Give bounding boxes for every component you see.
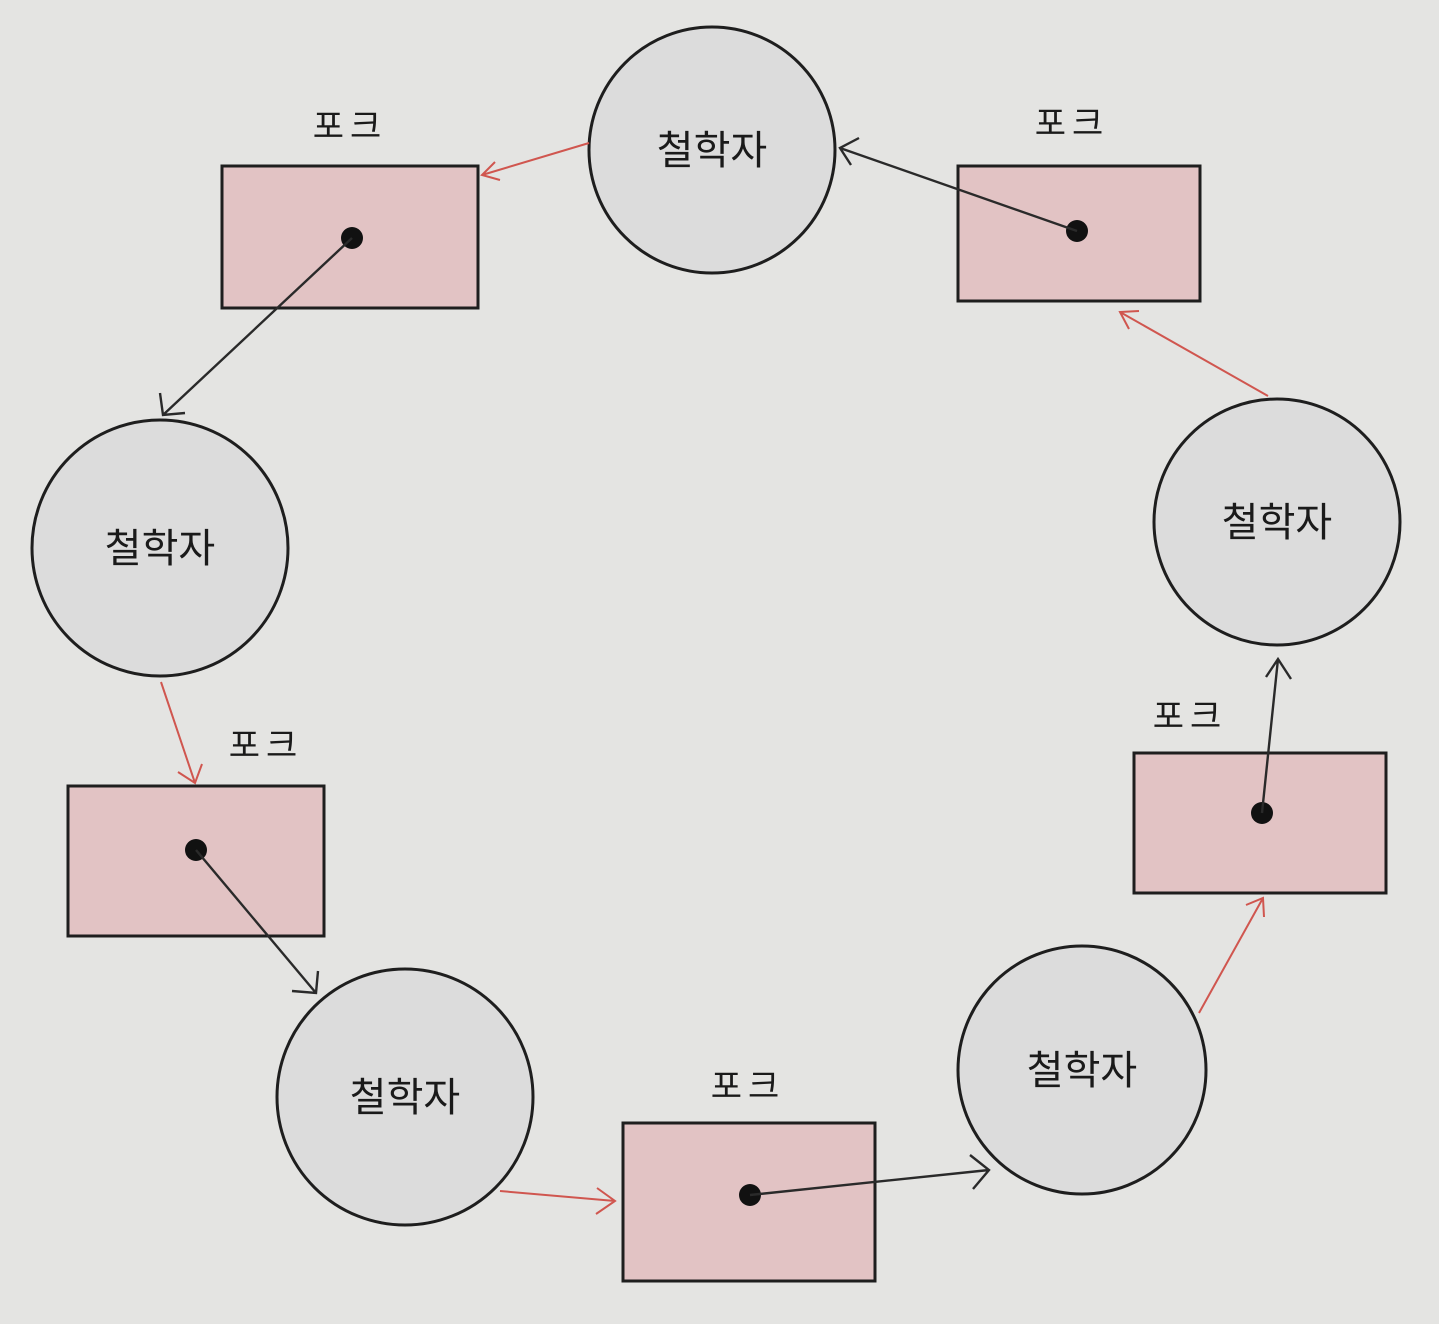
arrow-philosopher-bottom-right-to-fork-right <box>1198 896 1265 1014</box>
philosopher-bottom-right-label: 철학자 <box>1027 1048 1137 1094</box>
fork-top-right: 포크 <box>956 104 1202 303</box>
fork-right: 포크 <box>1132 697 1388 895</box>
fork-left-label: 포크 <box>229 726 304 766</box>
fork-bottom: 포크 <box>621 1067 877 1283</box>
fork-right-label: 포크 <box>1153 697 1228 737</box>
holds-arrows <box>158 136 1293 1197</box>
philosopher-bottom-left: 철학자 <box>275 967 535 1227</box>
philosopher-bottom-left-label: 철학자 <box>350 1075 460 1121</box>
arrow-fork-right-to-philosopher-right <box>1260 656 1293 814</box>
philosopher-left-circle <box>30 418 290 678</box>
philosopher-left-label: 철학자 <box>105 526 215 572</box>
philosopher-top: 철학자 <box>587 25 837 275</box>
philosopher-bottom-left-circle <box>275 967 535 1227</box>
fork-left: 포크 <box>66 726 326 938</box>
philosopher-top-circle <box>587 25 837 275</box>
arrow-philosopher-right-to-fork-top-right <box>1118 310 1269 397</box>
arrow-philosopher-bottom-left-to-fork-bottom <box>499 1187 617 1215</box>
wants-arrows <box>160 142 1269 1215</box>
fork-bottom-label: 포크 <box>711 1067 786 1107</box>
arrow-fork-top-right-to-philosopher-top <box>838 136 1078 233</box>
philosopher-top-label: 철학자 <box>657 128 767 174</box>
philosopher-bottom-right-circle <box>956 944 1208 1196</box>
arrow-fork-top-left-to-philosopher-left <box>158 237 353 417</box>
philosopher-bottom-right: 철학자 <box>956 944 1208 1196</box>
arrow-fork-left-to-philosopher-bottom-left <box>195 849 320 995</box>
fork-top-left-label: 포크 <box>313 107 388 147</box>
fork-top-right-label: 포크 <box>1035 104 1110 144</box>
philosopher-left: 철학자 <box>30 418 290 678</box>
philosopher-right-circle <box>1152 397 1402 647</box>
fork-top-left: 포크 <box>220 107 480 310</box>
arrow-philosopher-left-to-fork-left <box>160 681 203 785</box>
philosopher-right: 철학자 <box>1152 397 1402 647</box>
arrow-philosopher-top-to-fork-top-left <box>480 142 590 181</box>
philosopher-right-label: 철학자 <box>1222 500 1332 546</box>
fork-top-right-box <box>956 164 1202 303</box>
arrow-fork-bottom-to-philosopher-bottom-right <box>749 1154 991 1197</box>
